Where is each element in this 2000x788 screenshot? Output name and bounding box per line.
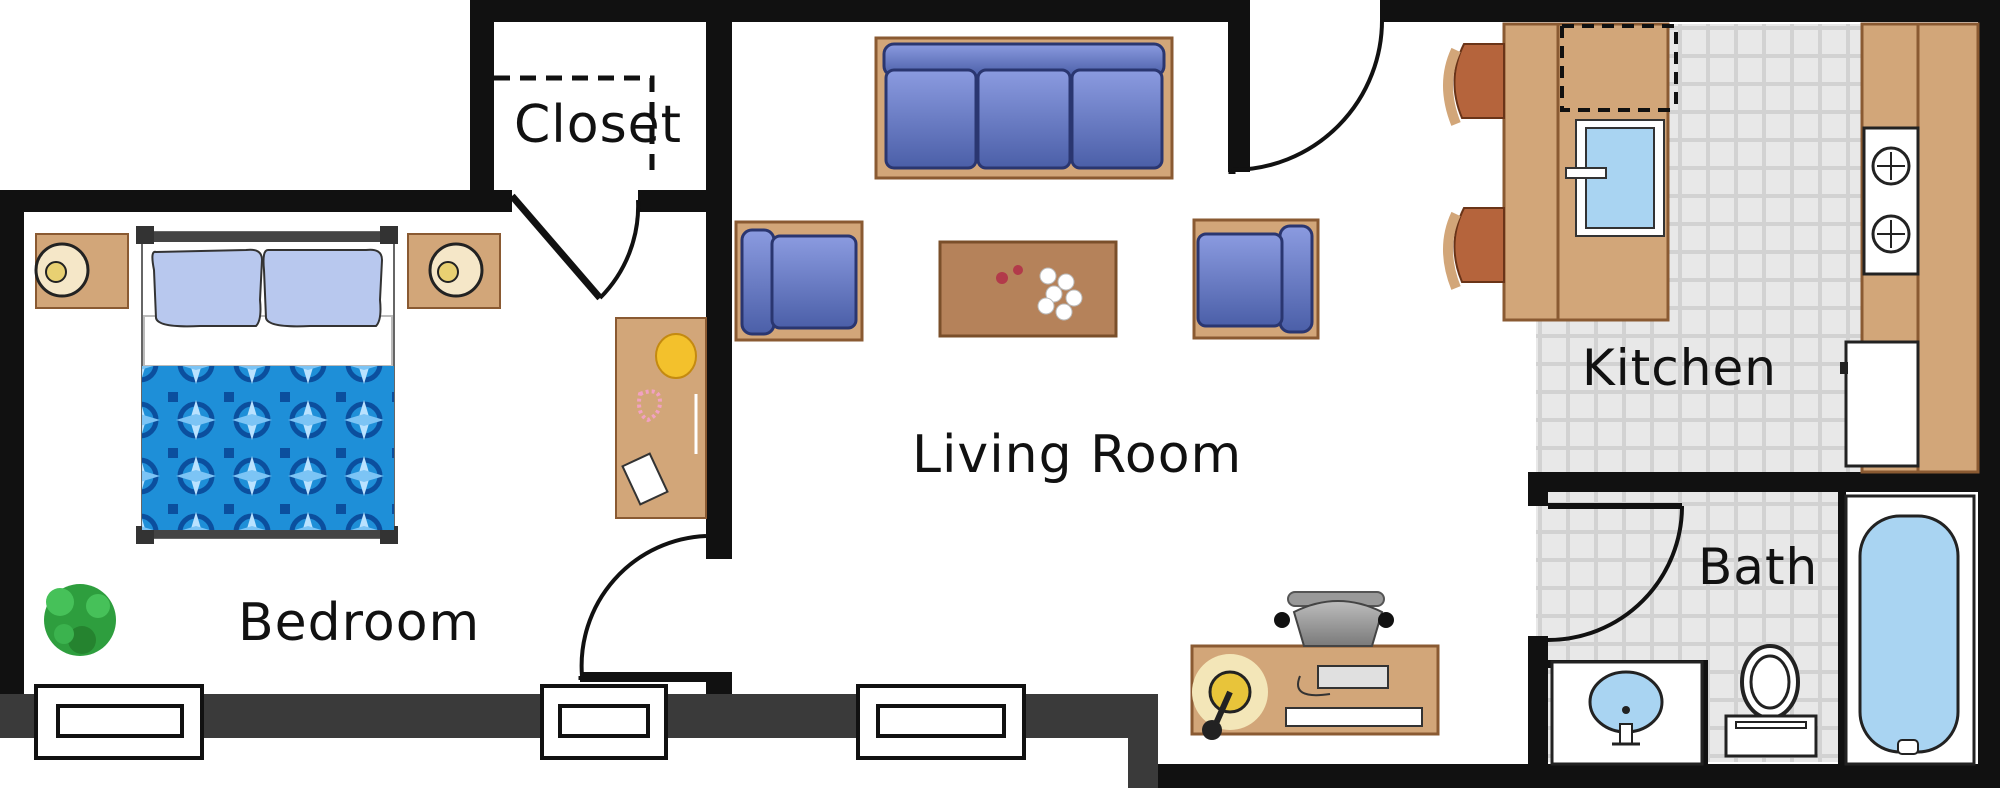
armchair-right xyxy=(1192,218,1320,340)
bar-stools xyxy=(1443,43,1505,290)
bath-sink-icon xyxy=(1550,660,1704,766)
windows xyxy=(34,684,1026,760)
kitchen-island xyxy=(1502,22,1678,322)
living-room-label: Living Room xyxy=(912,425,1242,485)
doors xyxy=(509,17,1684,680)
bed xyxy=(136,226,398,544)
window xyxy=(34,684,204,760)
window xyxy=(540,684,668,760)
stove-icon xyxy=(1862,126,1920,276)
bedroom-label: Bedroom xyxy=(238,593,480,653)
desk xyxy=(1190,644,1440,740)
closet-label: Closet xyxy=(514,95,682,155)
coffee-table xyxy=(938,240,1118,338)
flowers-icon xyxy=(1037,267,1083,321)
plant-icon xyxy=(44,584,116,656)
kitchen-counter xyxy=(1840,22,1980,474)
bath-label: Bath xyxy=(1698,538,1818,596)
refrigerator-icon xyxy=(1840,340,1920,468)
kitchen-label: Kitchen xyxy=(1582,339,1777,397)
dresser xyxy=(615,317,707,519)
nightstand-left xyxy=(34,233,129,309)
kitchen-sink xyxy=(1565,119,1665,237)
sofa xyxy=(874,36,1174,180)
bathtub-icon xyxy=(1844,494,1976,766)
desk-chair xyxy=(1274,591,1394,647)
bedspread xyxy=(142,366,394,530)
window xyxy=(856,684,1026,760)
pillow xyxy=(262,248,384,328)
nightstand-right xyxy=(407,233,501,309)
closet-shelf xyxy=(494,75,655,170)
pillow xyxy=(151,248,264,328)
armchair-left xyxy=(734,220,864,342)
toilet-icon xyxy=(1724,644,1818,758)
